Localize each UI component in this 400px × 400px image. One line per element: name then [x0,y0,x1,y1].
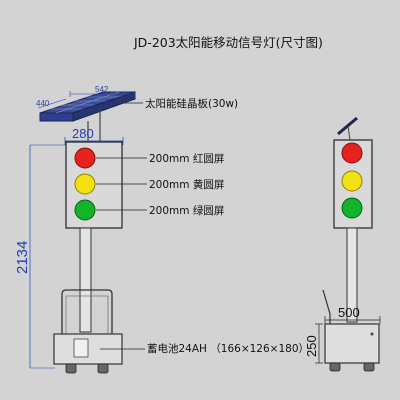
head-width-dim: 280 [72,126,94,141]
side-red-lamp [341,142,363,164]
base-width-dimension: 500 [324,305,381,324]
signal-head-front [65,141,123,229]
yellow-lamp-label: 200mm 黄圆屏 [149,178,224,191]
panel-depth-dim: 440 [36,99,50,108]
panel-width-dim: 542 [95,85,109,94]
pole-front [79,227,92,333]
green-lamp-label: 200mm 绿圆屏 [149,204,224,217]
head-width-dimension: 280 [64,126,124,145]
side-yellow-lamp [341,170,363,192]
total-height-dim: 2134 [14,241,31,274]
red-lamp-label: 200mm 红圆屏 [149,152,224,165]
base-width-dim: 500 [338,305,360,320]
battery-label: 蓄电池24AH （166×126×180） [147,342,309,355]
panel-dimensions: 542 440 [36,85,136,109]
diagram-title: JD-203太阳能移动信号灯(尺寸图) [133,35,323,50]
yellow-lamp [74,173,96,195]
total-height-dimension: 2134 [14,144,66,369]
green-lamp [74,199,96,221]
solar-panel [39,88,136,141]
red-lamp [74,147,96,169]
solar-panel-label: 太阳能硅晶板(30w) [145,97,238,110]
base-height-dimension: 250 [304,323,323,364]
base-height-dim: 250 [304,335,319,357]
side-green-lamp [341,197,363,219]
side-view [322,116,380,372]
